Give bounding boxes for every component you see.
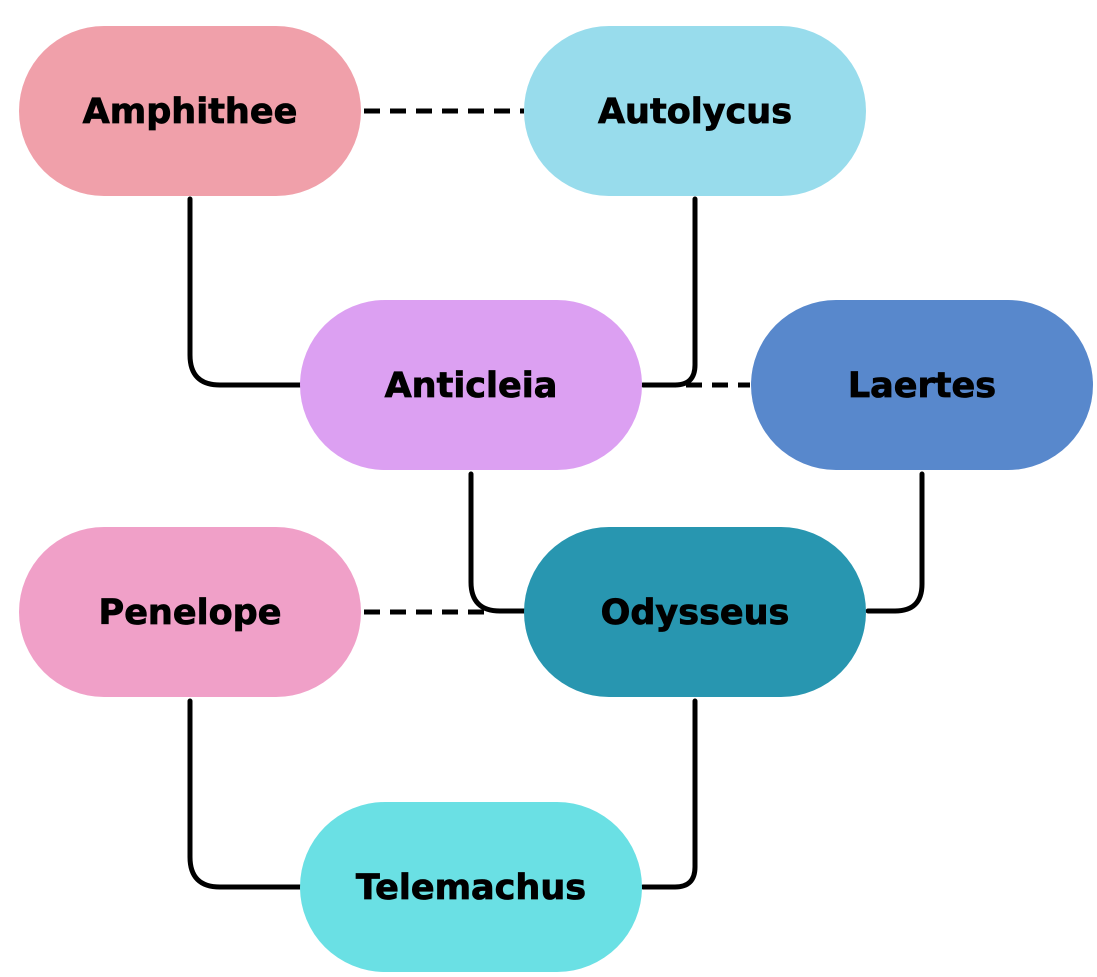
edge-anticleia-odysseus [468, 471, 527, 614]
node-amphithee-label: Amphithee [83, 92, 298, 132]
node-amphithee[interactable]: Amphithee [19, 26, 361, 196]
node-telemachus-shape [300, 802, 642, 972]
node-penelope-shape [19, 527, 361, 697]
node-amphithee-shape [19, 26, 361, 196]
connector-lines [187, 108, 925, 890]
node-telemachus[interactable]: Telemachus [300, 802, 642, 972]
node-penelope[interactable]: Penelope [19, 527, 361, 697]
node-anticleia-label: Anticleia [385, 366, 558, 406]
node-penelope-label: Penelope [99, 593, 282, 633]
node-anticleia-shape [300, 300, 642, 470]
edge-amphithee-anticleia [187, 196, 303, 388]
node-odysseus-label: Odysseus [601, 593, 790, 633]
edge-laertes-odysseus [865, 471, 925, 614]
node-laertes-shape [751, 300, 1093, 470]
edge-odysseus-telemachus [640, 698, 698, 890]
node-odysseus[interactable]: Odysseus [524, 527, 866, 697]
node-autolycus-shape [524, 26, 866, 196]
edge-autolycus-anticleia [640, 196, 698, 388]
node-telemachus-label: Telemachus [356, 868, 586, 908]
node-autolycus[interactable]: Autolycus [524, 26, 866, 196]
edge-penelope-telemachus [187, 698, 303, 890]
node-laertes-label: Laertes [848, 366, 996, 406]
node-autolycus-label: Autolycus [598, 92, 792, 132]
node-odysseus-shape [524, 527, 866, 697]
person-nodes: Amphithee Autolycus Anticleia Laertes Pe… [19, 26, 1093, 972]
node-anticleia[interactable]: Anticleia [300, 300, 642, 470]
node-laertes[interactable]: Laertes [751, 300, 1093, 470]
